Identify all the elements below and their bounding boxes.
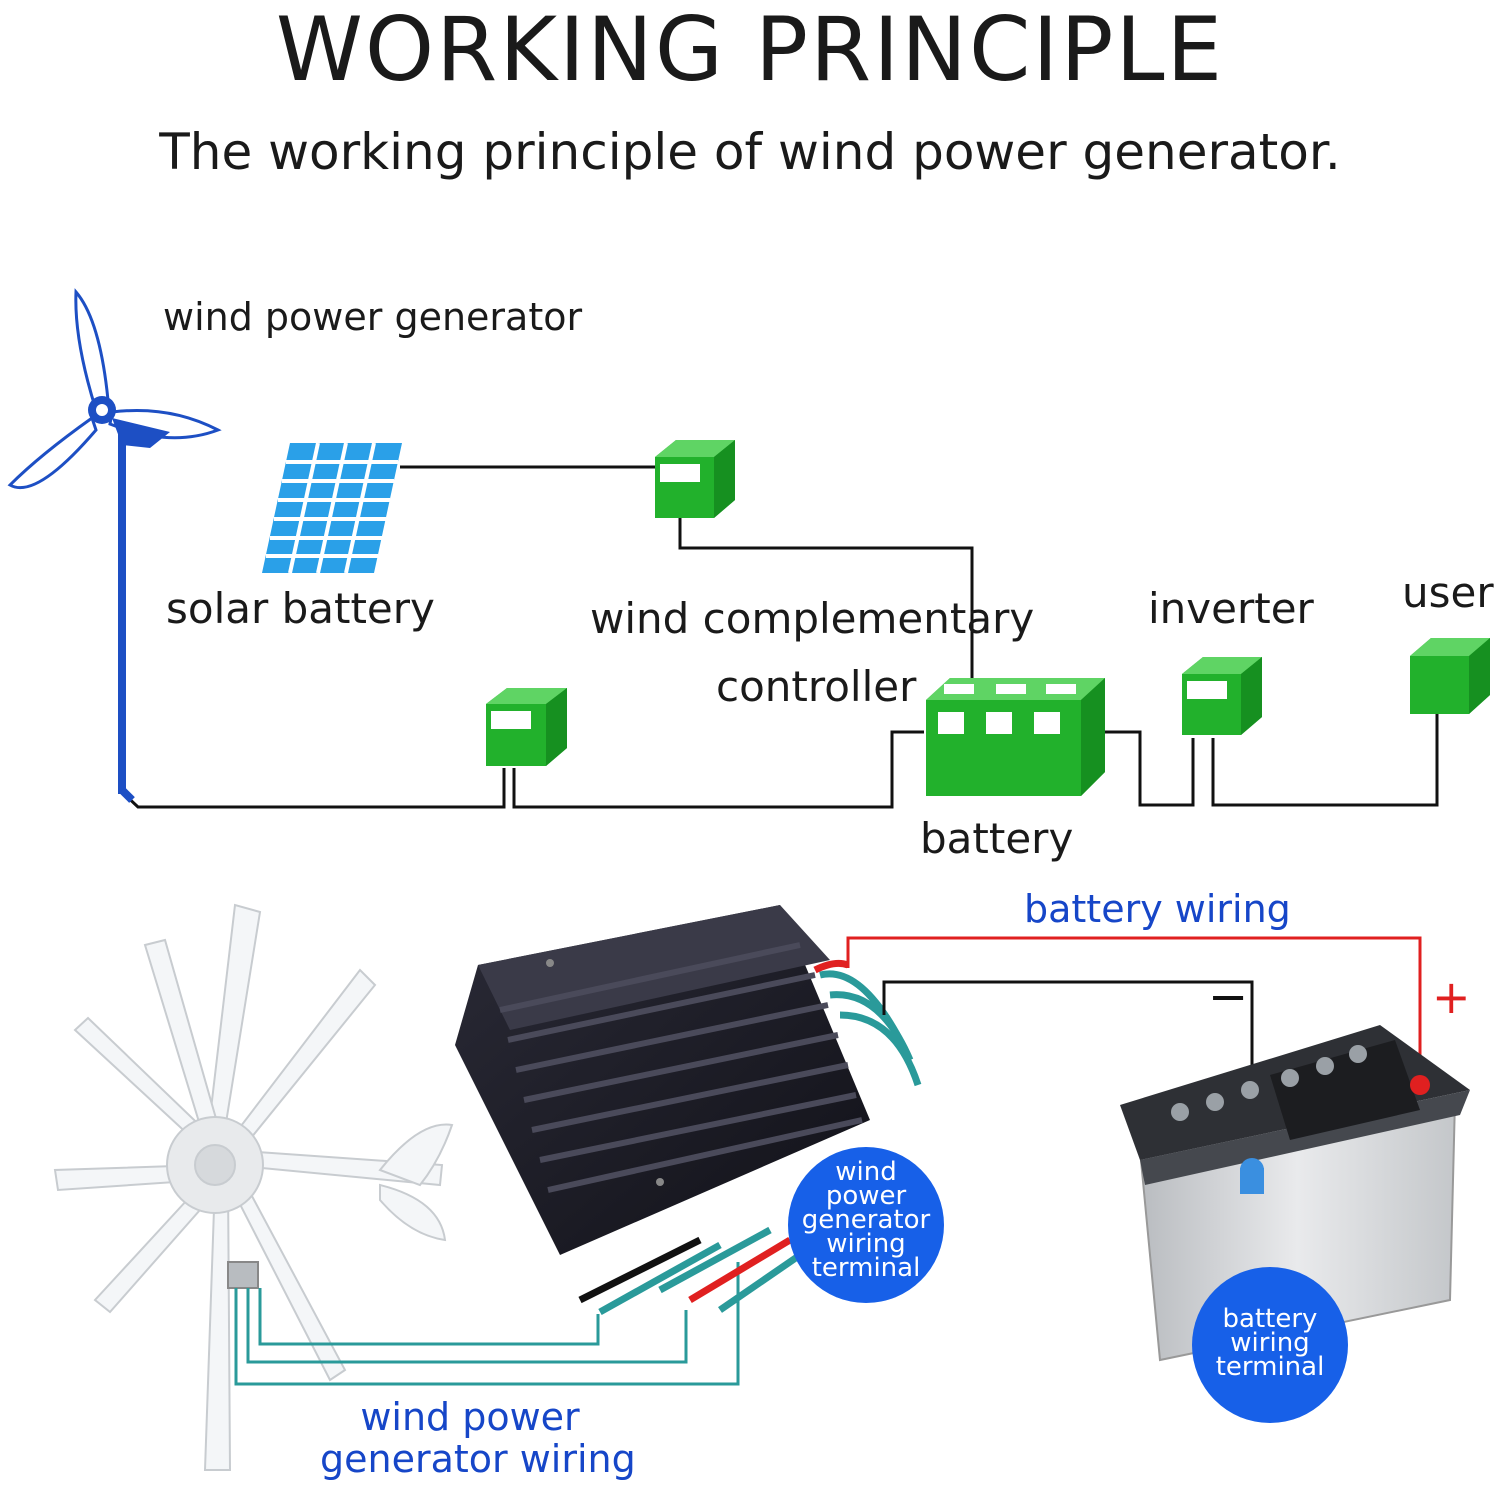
user-box-icon: [1410, 638, 1490, 714]
solar-panel-icon: [262, 442, 402, 574]
white-turbine-icon: [53, 903, 454, 1471]
wind-generator-label: wind power generator: [163, 295, 583, 339]
solar-battery-label: solar battery: [166, 584, 435, 633]
battery-terminal-line1: battery: [1222, 1304, 1318, 1334]
battery-terminal-line2: wiring: [1230, 1328, 1310, 1358]
battery-terminal-text: battery wiring terminal: [1192, 1304, 1348, 1382]
generator-terminal-line3: generator: [801, 1205, 931, 1235]
battery-terminal-badge: [1192, 1267, 1348, 1423]
controller-label-line1: wind complementary: [590, 594, 1035, 643]
inverter-label: inverter: [1148, 584, 1314, 633]
controller-box-icon: [486, 688, 567, 766]
controller-leads: [578, 959, 922, 1316]
battery-box-icon: [926, 678, 1105, 796]
generator-wires: [234, 1262, 740, 1386]
battery-terminal-line3: terminal: [1215, 1352, 1325, 1382]
page-title: WORKING PRINCIPLE: [275, 0, 1225, 101]
generator-terminal-line5: terminal: [811, 1253, 921, 1283]
generator-terminal-line4: wiring: [826, 1229, 906, 1259]
generator-terminal-text: wind power generator wiring terminal: [788, 1157, 944, 1283]
user-label: user: [1402, 568, 1494, 617]
battery-wiring-label: battery wiring: [1024, 887, 1291, 931]
generator-wiring-label: wind power generator wiring: [320, 1395, 636, 1481]
controller-label-line2: controller: [716, 662, 917, 711]
generator-wiring-line2: generator wiring: [320, 1437, 636, 1481]
generator-terminal-line1: wind: [835, 1157, 897, 1187]
minus-sign: −: [1208, 969, 1249, 1025]
generator-terminal-badge: [788, 1147, 944, 1303]
inverter-box-icon: [1182, 657, 1262, 735]
controller-heatsink-icon: [455, 905, 870, 1255]
controller-top-box-icon: [655, 440, 735, 518]
wind-turbine-icon: [7, 288, 222, 803]
battery-label: battery: [920, 814, 1074, 863]
generator-wiring-line1: wind power: [360, 1395, 580, 1439]
car-battery-icon: [1120, 1025, 1470, 1362]
generator-terminal-line2: power: [825, 1181, 907, 1211]
page-subtitle: The working principle of wind power gene…: [159, 123, 1341, 181]
plus-sign: +: [1432, 970, 1471, 1024]
